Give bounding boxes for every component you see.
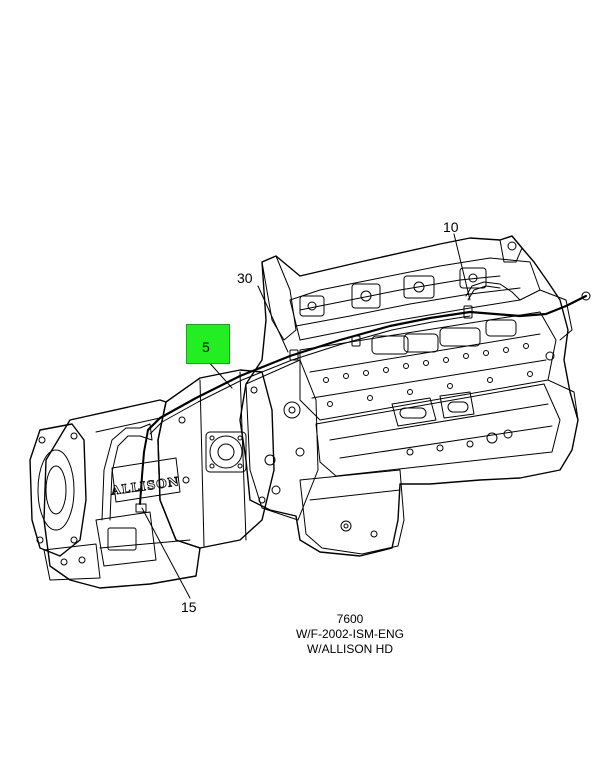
callout-5-highlight: [186, 324, 230, 364]
housing-lettering: ALLISON: [109, 474, 180, 498]
leader-lines: [141, 233, 471, 599]
caption-transmission: W/ALLISON HD: [306, 642, 393, 656]
engine-block: [239, 235, 579, 557]
caption-number: 7600: [336, 612, 364, 626]
callout-5[interactable]: 5: [202, 339, 210, 355]
callout-30[interactable]: 30: [237, 270, 253, 286]
caption-engine: W/F-2002-ISM-ENG: [295, 627, 404, 641]
shift-cable: [135, 281, 591, 513]
transmission: [29, 369, 275, 589]
callout-15[interactable]: 15: [181, 599, 197, 615]
head-bolts: [323, 343, 533, 407]
callout-10[interactable]: 10: [443, 219, 459, 235]
